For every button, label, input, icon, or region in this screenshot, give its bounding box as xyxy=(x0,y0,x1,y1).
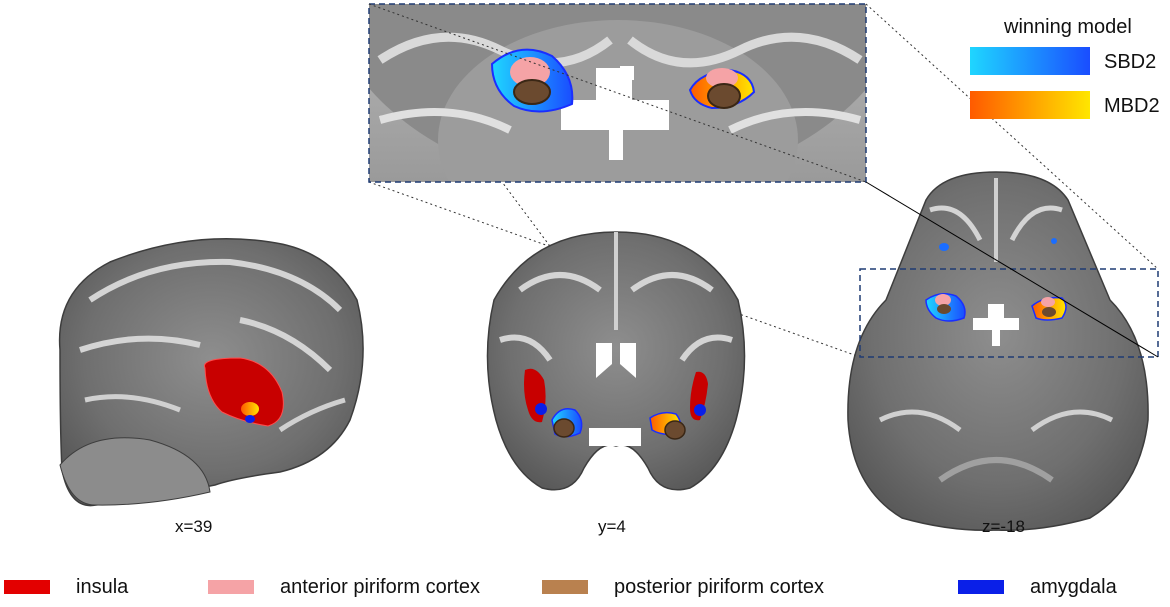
coronal-slice xyxy=(486,231,746,491)
amygdala-swatch xyxy=(958,580,1004,594)
zoom-right-anterior-piriform xyxy=(706,68,738,88)
mbd2-label: MBD2 xyxy=(1104,95,1160,117)
mbd2-color-bar xyxy=(970,91,1090,119)
axial-right-small-blob xyxy=(1051,238,1057,244)
zoom-left-posterior-piriform xyxy=(513,79,551,105)
legend-label: insula xyxy=(76,575,129,598)
posterior-piriform-swatch xyxy=(542,580,588,594)
coronal-right-amygdala xyxy=(694,404,706,416)
zoom-right-posterior-piriform xyxy=(707,83,741,109)
axial-right-posterior-piriform xyxy=(1042,307,1056,317)
insula-swatch xyxy=(4,580,50,594)
winning-model-title: winning model xyxy=(1004,16,1132,38)
legend-label: amygdala xyxy=(1030,575,1117,598)
coronal-left-posterior-piriform xyxy=(553,418,575,438)
sbd2-label: SBD2 xyxy=(1104,51,1157,73)
legend-item-anterior-piriform: anterior piriform cortex xyxy=(208,572,480,602)
zoom-left-anterior-piriform xyxy=(510,57,550,87)
coronal-right-posterior-piriform xyxy=(664,420,686,440)
anterior-piriform-swatch xyxy=(208,580,254,594)
sagittal-amygdala xyxy=(245,415,255,423)
axial-right-anterior-piriform xyxy=(1041,297,1055,307)
zoom-inset-frame xyxy=(368,3,867,183)
axial-slice xyxy=(847,171,1159,531)
axial-coord-label: z=-18 xyxy=(982,517,1025,536)
coronal-coord-label: y=4 xyxy=(598,517,626,536)
sagittal-mbd-blob xyxy=(241,402,259,416)
legend-item-posterior-piriform: posterior piriform cortex xyxy=(542,572,824,602)
legend-label: anterior piriform cortex xyxy=(280,575,481,598)
legend-item-insula: insula xyxy=(4,572,128,602)
sagittal-coord-label: x=39 xyxy=(175,517,213,536)
axial-left-anterior-piriform xyxy=(935,294,951,306)
axial-zoom-region-box xyxy=(859,268,1159,358)
sbd2-color-bar xyxy=(970,47,1090,75)
axial-left-small-blob xyxy=(939,243,949,251)
legend-item-amygdala: amygdala xyxy=(958,572,1117,602)
sagittal-slice xyxy=(58,238,364,507)
coronal-left-amygdala xyxy=(535,403,547,415)
legend-label: posterior piriform cortex xyxy=(614,575,825,598)
axial-left-posterior-piriform xyxy=(937,304,951,314)
zoom-inset xyxy=(368,3,867,183)
sagittal-insula xyxy=(203,357,284,427)
